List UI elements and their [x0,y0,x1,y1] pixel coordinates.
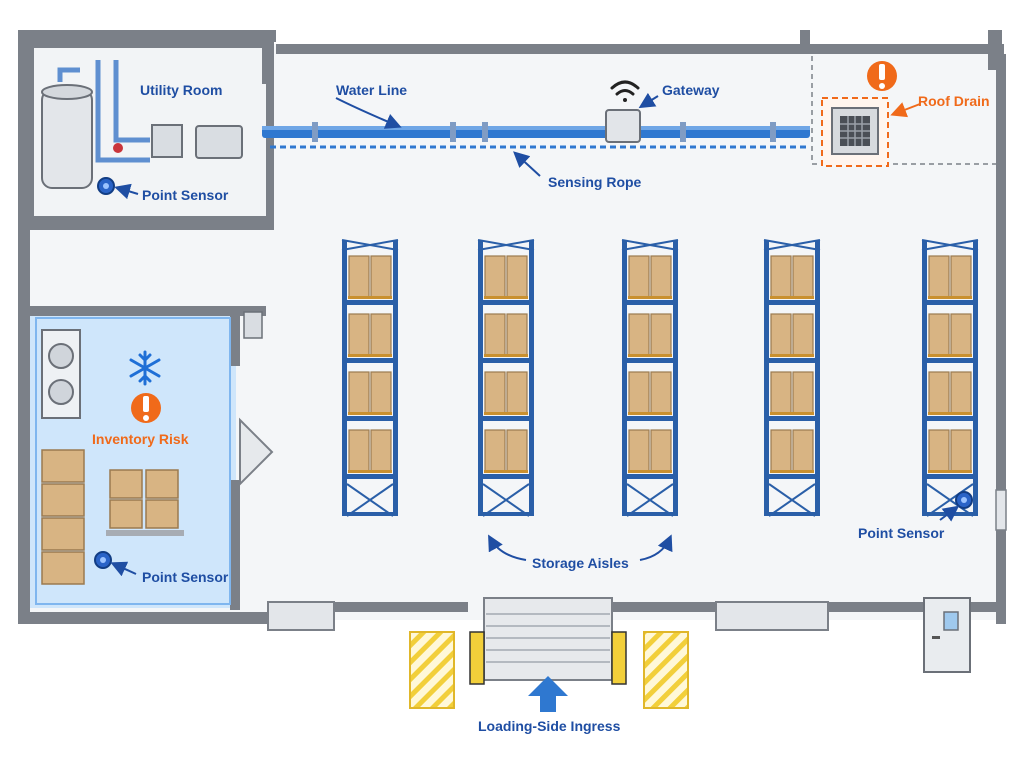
point-sensor-cold [94,551,112,569]
storage-rack [341,239,399,517]
storage-aisles-label: Storage Aisles [532,555,629,571]
point-sensor-right [955,491,973,509]
inventory-risk-label: Inventory Risk [92,431,189,447]
gateway-pointer [638,92,659,109]
keypad [243,311,263,339]
gateway-device [605,109,641,143]
dock-bumpers [469,631,627,685]
gateway-label: Gateway [662,82,720,98]
control-panel [151,124,183,158]
aisles-pointer-left [488,534,527,561]
exclamation-icon [867,61,897,91]
storage-rack [921,239,979,517]
water-line [262,122,810,142]
roof-drain-label: Roof Drain [918,93,990,109]
right-sensor-pointer [939,505,960,522]
aisles-pointer-right [639,534,673,561]
hazard-zone-left [409,631,455,709]
point-sensor-utility-label: Point Sensor [142,187,229,203]
water-line-pointer [335,97,402,129]
utility-room-label: Utility Room [140,82,222,98]
cold-sensor-pointer [110,561,137,577]
utility-sensor-pointer [114,183,139,200]
arrow-up-icon [528,676,568,712]
valve-unit [195,125,243,159]
water-line-label: Water Line [336,82,407,98]
roof-drain [831,107,879,155]
exit-door [923,597,971,673]
point-sensor-right-label: Point Sensor [858,525,945,541]
storage-rack [763,239,821,517]
hazard-zone-right [643,631,689,709]
sensing-rope-label: Sensing Rope [548,174,642,190]
point-sensor-utility [97,177,115,195]
sensing-rope-pointer [513,151,541,177]
roof-drain-pointer [890,102,921,118]
wifi-icon [610,80,640,102]
storage-rack [621,239,679,517]
snowflake-icon [129,350,161,386]
storage-racks [341,239,979,517]
utility-room [26,40,274,230]
storage-rack [477,239,535,517]
point-sensor-cold-label: Point Sensor [142,569,229,585]
loading-ingress-label: Loading-Side Ingress [478,718,621,734]
exclamation-icon [131,393,161,423]
downspout [995,489,1007,531]
cold-room [30,306,274,610]
water-heater [41,89,93,189]
